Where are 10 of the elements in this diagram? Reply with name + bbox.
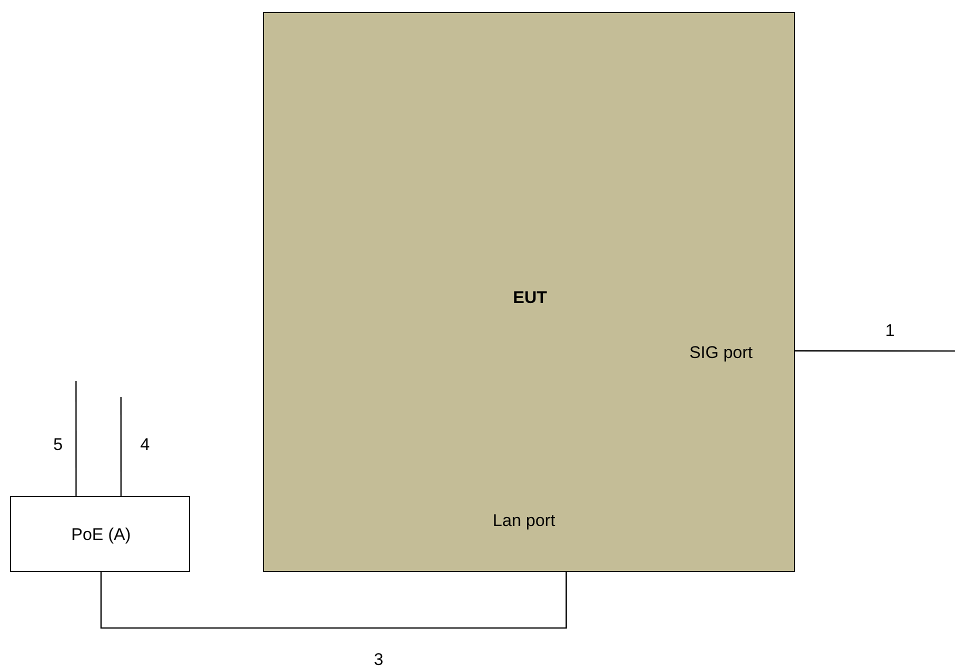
connector-line [795,350,955,352]
device-box [10,496,190,572]
connector-line [120,397,122,496]
port-label: SIG port [689,343,753,363]
box-title: EUT [513,288,547,308]
port-label: Lan port [492,511,556,531]
connector-line [100,572,567,629]
connector-line [75,381,77,496]
box-label: PoE (A) [71,525,131,545]
device-box [263,12,795,572]
